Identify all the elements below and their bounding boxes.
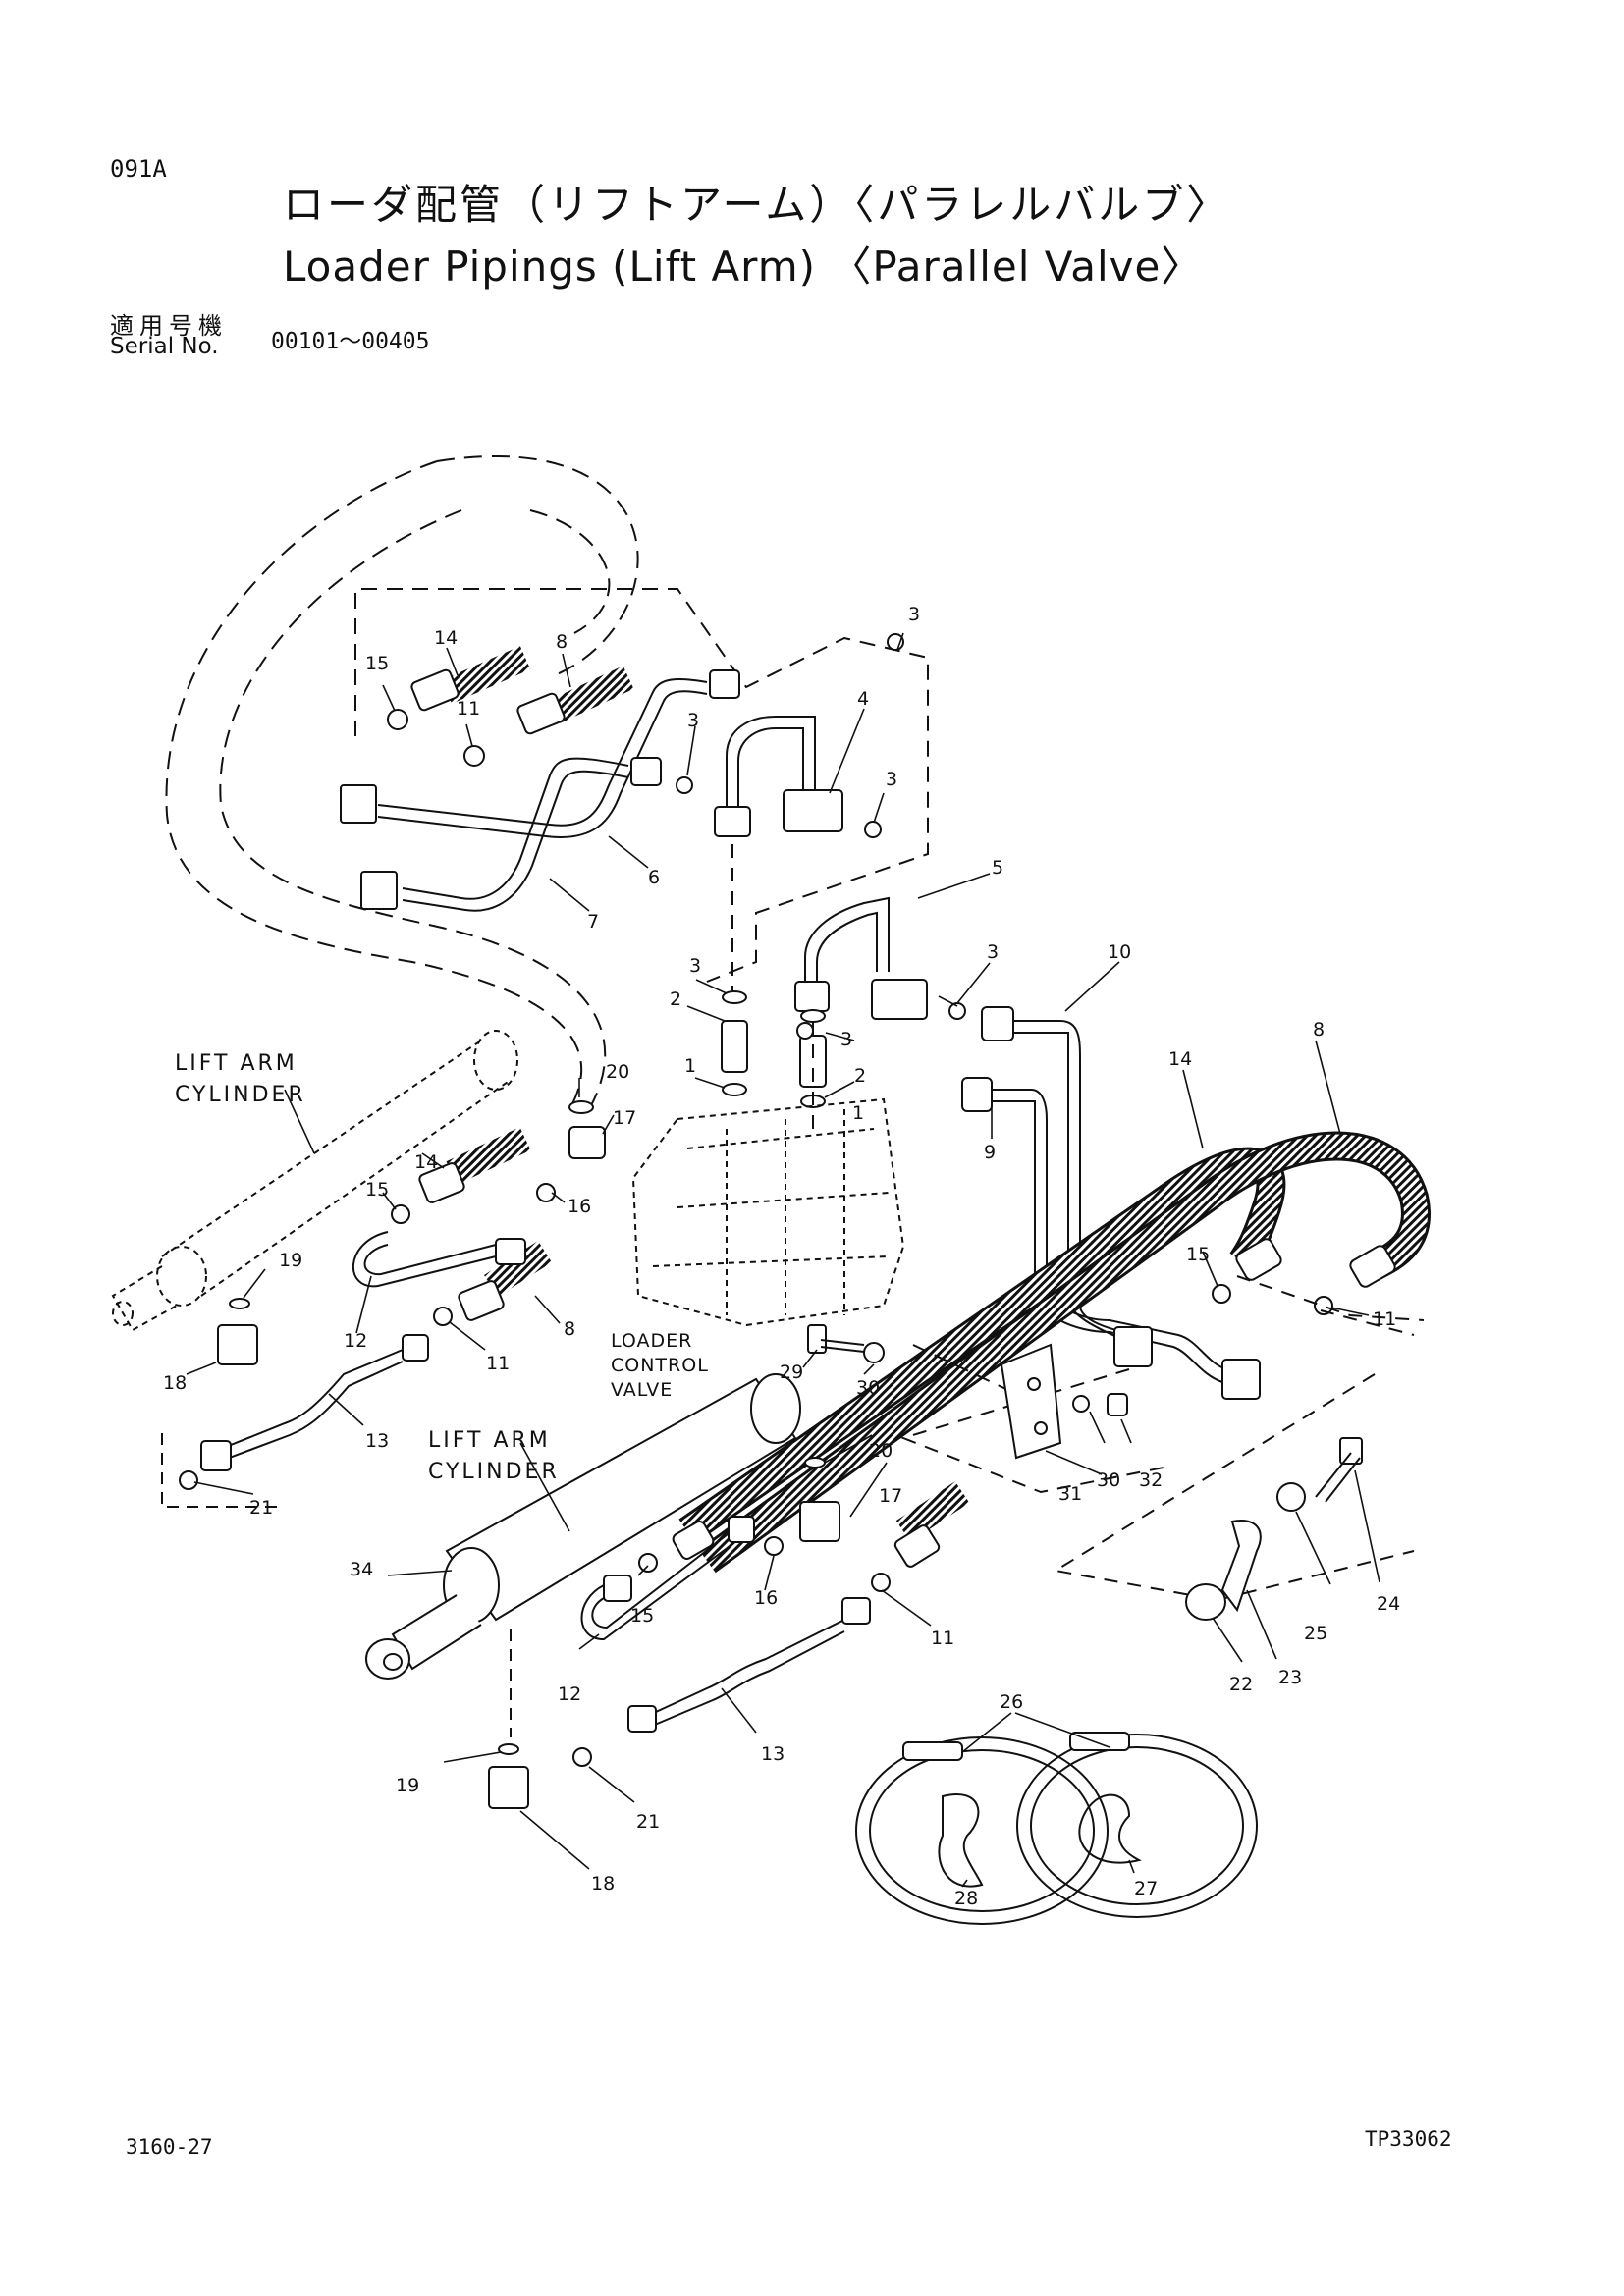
bolts-and-bracket <box>807 1324 1363 1621</box>
upper-lift-arm-cylinder <box>111 1030 518 1332</box>
steel-pipe-6-7 <box>377 678 708 912</box>
callout-19: 19 <box>396 1775 419 1796</box>
serial-label-japanese: 適用号機 <box>110 312 228 340</box>
callout-18: 18 <box>163 1372 187 1394</box>
lower-pipes-12-13 <box>580 1516 871 1733</box>
callout-8: 8 <box>1313 1019 1325 1041</box>
callout-11: 11 <box>486 1353 510 1374</box>
callout-4: 4 <box>857 688 869 710</box>
callout-20: 20 <box>606 1061 629 1083</box>
label-loader-control-valve-3: VALVE <box>611 1379 673 1401</box>
callout-8: 8 <box>556 631 568 653</box>
callout-2: 2 <box>854 1065 866 1087</box>
callout-20: 20 <box>869 1440 893 1462</box>
callout-5: 5 <box>992 857 1003 879</box>
lower-lift-arm-cylinder <box>365 1373 801 1680</box>
serial-label-english: Serial No. <box>110 334 219 359</box>
callout-7: 7 <box>587 911 599 933</box>
callout-8: 8 <box>564 1318 575 1340</box>
hose-route-dashed <box>165 454 639 1110</box>
callout-3: 3 <box>687 710 699 731</box>
callout-15: 15 <box>1186 1244 1210 1265</box>
callout-23: 23 <box>1278 1667 1302 1688</box>
callout-numbers: 14 8 15 11 3 3 4 3 6 7 5 3 10 3 2 3 2 1 … <box>163 604 1400 1909</box>
label-lift-arm-cylinder-upper-1: LIFT ARM <box>175 1051 298 1076</box>
callout-3: 3 <box>908 604 920 625</box>
callout-14: 14 <box>434 627 458 649</box>
callout-15: 15 <box>365 1179 389 1201</box>
right-fittings <box>1113 1326 1261 1400</box>
callout-30: 30 <box>856 1377 880 1399</box>
page-code: 091A <box>110 155 167 183</box>
callout-3: 3 <box>689 955 701 977</box>
callout-2: 2 <box>670 988 681 1010</box>
callout-31: 31 <box>1058 1483 1082 1505</box>
callout-29: 29 <box>780 1362 803 1383</box>
callout-3: 3 <box>987 941 999 963</box>
callout-19: 19 <box>279 1250 302 1271</box>
callout-1: 1 <box>684 1055 696 1077</box>
callout-9: 9 <box>984 1142 996 1163</box>
callout-11: 11 <box>931 1628 954 1649</box>
callout-15: 15 <box>630 1605 654 1627</box>
label-lift-arm-cylinder-lower-1: LIFT ARM <box>428 1428 551 1453</box>
footer-drawing-number: 3160-27 <box>126 2135 213 2159</box>
leader-lines <box>186 632 1380 1888</box>
connectors-2 <box>676 633 966 1108</box>
main-hose-ends <box>672 1238 1396 1560</box>
callout-16: 16 <box>754 1587 778 1609</box>
steel-pipe-5 <box>794 896 928 1020</box>
callout-16: 16 <box>568 1196 591 1217</box>
callout-1: 1 <box>852 1102 864 1124</box>
callout-13: 13 <box>365 1430 389 1452</box>
callout-12: 12 <box>558 1683 581 1705</box>
loader-control-valve <box>631 1097 905 1327</box>
steel-pipe-4 <box>714 716 843 837</box>
callout-14: 14 <box>1168 1048 1192 1070</box>
callout-17: 17 <box>613 1107 636 1129</box>
footer-part-code: TP33062 <box>1365 2127 1452 2151</box>
callout-24: 24 <box>1377 1593 1400 1615</box>
callout-3: 3 <box>840 1029 852 1050</box>
callout-30: 30 <box>1097 1469 1120 1491</box>
callout-11: 11 <box>457 698 480 720</box>
left-mid-hoses <box>352 1100 606 1326</box>
callout-12: 12 <box>344 1330 367 1352</box>
pipe-end-fittings <box>340 669 740 910</box>
callout-22: 22 <box>1229 1674 1253 1695</box>
callout-18: 18 <box>591 1873 615 1895</box>
callout-13: 13 <box>761 1743 785 1765</box>
callout-25: 25 <box>1304 1623 1327 1644</box>
serial-range: 00101～00405 <box>271 329 430 354</box>
callout-17: 17 <box>879 1485 902 1507</box>
title-japanese: ローダ配管（リフトアーム）〈パラレルバルブ〉 <box>283 181 1231 229</box>
callout-6: 6 <box>648 867 660 888</box>
callout-15: 15 <box>365 653 389 674</box>
upper-left-hoses <box>387 646 634 767</box>
label-lift-arm-cylinder-lower-2: CYLINDER <box>428 1460 560 1484</box>
label-loader-control-valve-1: LOADER <box>611 1330 692 1352</box>
lower-fittings <box>488 1457 970 1809</box>
main-braided-hoses <box>678 1131 1431 1574</box>
lower-left-pipe-13 <box>161 1298 429 1508</box>
center-dashed-leaders <box>731 844 814 1139</box>
callout-3: 3 <box>886 769 897 790</box>
callout-11: 11 <box>1373 1308 1396 1330</box>
callout-32: 32 <box>1139 1469 1163 1491</box>
upper-group-dashed-box <box>354 588 929 983</box>
callout-26: 26 <box>1000 1691 1023 1713</box>
callout-21: 21 <box>636 1811 660 1833</box>
title-english: Loader Pipings (Lift Arm) 〈Parallel Valv… <box>283 242 1204 291</box>
label-lift-arm-cylinder-upper-2: CYLINDER <box>175 1083 306 1107</box>
callout-21: 21 <box>249 1497 273 1519</box>
label-loader-control-valve-2: CONTROL <box>611 1355 709 1376</box>
component-labels: LIFT ARM CYLINDER LIFT ARM CYLINDER LOAD… <box>175 1051 709 1484</box>
callout-14: 14 <box>414 1151 438 1173</box>
callout-34: 34 <box>350 1559 373 1580</box>
callout-28: 28 <box>954 1888 978 1909</box>
hose-bands <box>855 1732 1258 1925</box>
callout-10: 10 <box>1108 941 1131 963</box>
callout-27: 27 <box>1134 1878 1158 1899</box>
